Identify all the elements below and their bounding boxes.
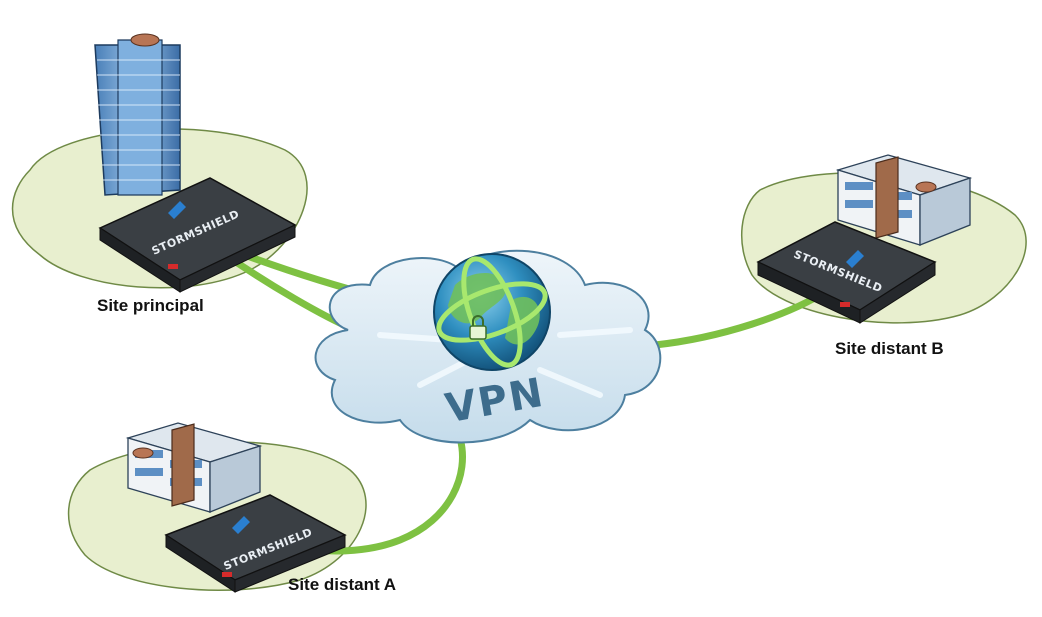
globe-icon [433,253,551,371]
link-distant-a [314,434,466,555]
tower-building-icon [94,33,181,196]
firewall-appliance-principal: STORMSHIELD [98,177,297,293]
site-label-distant-b: Site distant B [835,339,944,358]
firewall-appliance-distant-a: STORMSHIELD [164,494,347,593]
office-building-icon [835,154,973,246]
padlock-icon [469,315,487,340]
stormshield-logo-icon [846,250,864,268]
site-label-distant-a: Site distant A [288,575,396,594]
site-label-principal: Site principal [97,296,204,315]
office-building-icon [125,422,263,513]
stormshield-logo-icon [168,201,186,219]
cloud-glow-rays [377,327,633,398]
stormshield-logo-icon [232,516,250,534]
firewall-appliance-distant-b: STORMSHIELD [756,221,937,324]
